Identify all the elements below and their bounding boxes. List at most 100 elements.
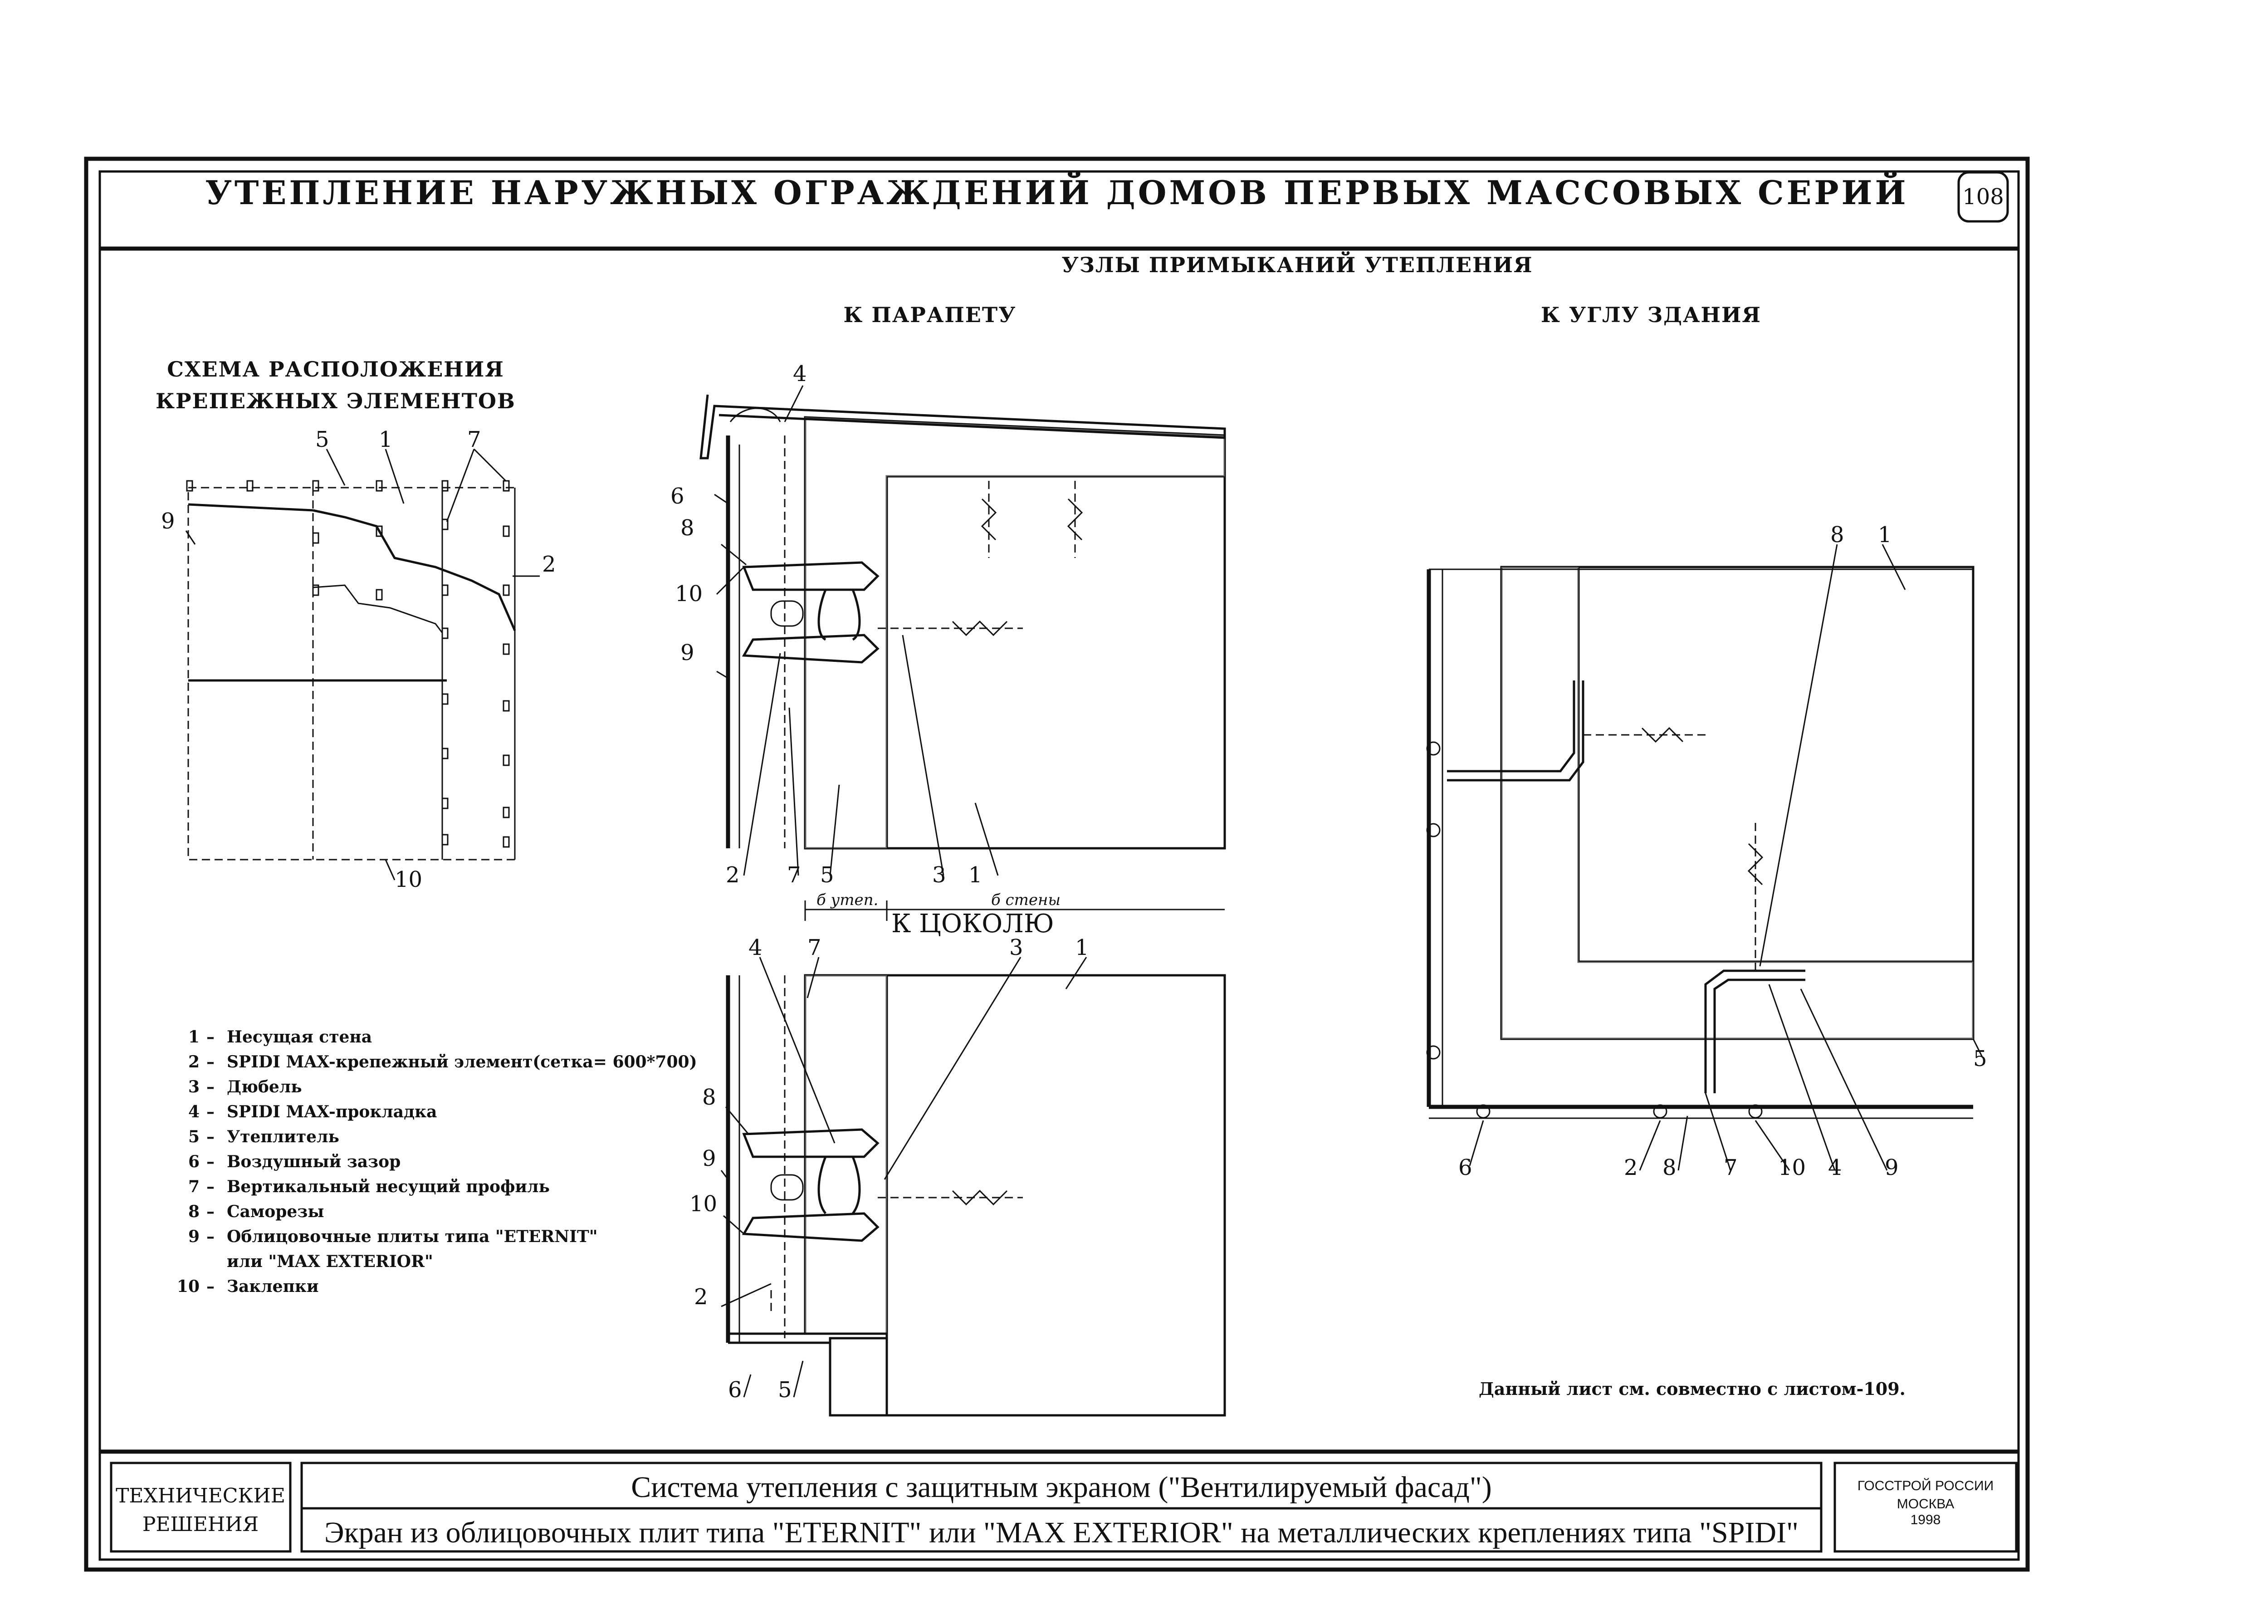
parapet-callout-3: 3	[932, 862, 946, 888]
document-title: Система утепления с защитным экраном ("В…	[631, 1471, 1492, 1504]
plinth-callout-2: 2	[694, 1284, 708, 1310]
scheme-callout-7: 7	[467, 427, 481, 452]
legend-item-text: Утеплитель	[227, 1127, 339, 1146]
parapet-callout-1: 1	[968, 862, 982, 888]
stamp-line2: РЕШЕНИЯ	[142, 1513, 259, 1536]
corner-title: К УГЛУ ЗДАНИЯ	[1541, 303, 1761, 327]
parapet-callout-8: 8	[680, 515, 694, 541]
corner-callout-8b: 8	[1662, 1155, 1677, 1180]
legend-item-text: или "MAX EXTERIOR"	[227, 1252, 433, 1271]
legend-item: 2 – SPIDI MAX-крепежный элемент(сетка= 6…	[188, 1052, 697, 1071]
corner-callout-9: 9	[1885, 1155, 1899, 1180]
plinth-callout-3: 3	[1009, 935, 1023, 960]
plinth-callout-7: 7	[807, 935, 821, 960]
legend-item: 4 – SPIDI MAX-прокладка	[188, 1102, 437, 1121]
svg-text:–: –	[206, 1277, 215, 1296]
title-block	[100, 1449, 2019, 1553]
legend-item-num: 3	[188, 1077, 200, 1096]
scheme-title-line1: СХЕМА РАСПОЛОЖЕНИЯ	[167, 357, 504, 382]
legend-item-num: 1	[188, 1027, 200, 1047]
svg-text:–: –	[206, 1127, 215, 1146]
legend-item-text: SPIDI MAX-крепежный элемент(сетка= 600*7…	[227, 1052, 697, 1071]
legend-item-text: Саморезы	[227, 1202, 324, 1221]
svg-text:–: –	[206, 1052, 215, 1071]
plinth-title: К ЦОКОЛЮ	[891, 909, 1054, 939]
legend-item-num: 10	[177, 1277, 200, 1296]
svg-text:–: –	[206, 1027, 215, 1047]
legend-item: 6 – Воздушный зазор	[188, 1152, 401, 1171]
legend-item: 3 – Дюбель	[188, 1077, 302, 1096]
org-line1: ГОССТРОЙ РОССИИ	[1857, 1478, 1994, 1493]
section-title: УЗЛЫ ПРИМЫКАНИЙ УТЕПЛЕНИЯ	[1061, 251, 1533, 277]
scheme-title-line2: КРЕПЕЖНЫХ ЭЛЕМЕНТОВ	[156, 389, 516, 413]
legend-item: 9 – Облицовочные плиты типа "ETERNIT"	[188, 1227, 598, 1246]
legend-item: 8 – Саморезы	[188, 1202, 324, 1221]
scheme-callout-9: 9	[161, 509, 175, 534]
parapet-title: К ПАРАПЕТУ	[844, 303, 1017, 327]
dim-wall: б стены	[991, 891, 1061, 909]
legend-item-text: Облицовочные плиты типа "ETERNIT"	[227, 1227, 598, 1246]
legend-item-text: Дюбель	[227, 1077, 302, 1096]
sheet-number-badge: 108	[1957, 171, 2009, 223]
stamp-line1: ТЕХНИЧЕСКИЕ	[116, 1484, 285, 1507]
legend: 1 – Несущая стена 2 – SPIDI MAX-крепежны…	[177, 1027, 697, 1296]
plinth-callout-5: 5	[778, 1377, 792, 1403]
document-subtitle: Экран из облицовочных плит типа "ETERNIT…	[324, 1516, 1799, 1549]
legend-item-text: Вертикальный несущий профиль	[227, 1177, 550, 1196]
fastener-marks	[186, 480, 510, 848]
org-line2: МОСКВА	[1897, 1497, 1955, 1511]
corner-callout-5: 5	[1973, 1046, 1987, 1071]
cross-reference-note: Данный лист см. совместно с листом-109.	[1479, 1379, 1906, 1399]
legend-item-num: 9	[188, 1227, 200, 1246]
legend-item: 1 – Несущая стена	[188, 1027, 372, 1047]
svg-text:–: –	[206, 1177, 215, 1196]
svg-text:–: –	[206, 1202, 215, 1221]
legend-item-text: Несущая стена	[227, 1027, 372, 1047]
legend-item-num: 7	[188, 1177, 200, 1196]
legend-item-text: SPIDI MAX-прокладка	[227, 1102, 437, 1121]
legend-item: 10 – Заклепки	[177, 1277, 319, 1296]
parapet-callout-5: 5	[820, 862, 834, 888]
legend-item-text: Воздушный зазор	[227, 1152, 401, 1171]
svg-text:–: –	[206, 1152, 215, 1171]
corner-callout-7: 7	[1724, 1155, 1738, 1180]
parapet-callout-6: 6	[670, 484, 684, 509]
corner-callout-6: 6	[1458, 1155, 1472, 1180]
parapet-detail	[699, 385, 1226, 921]
parapet-callout-7: 7	[787, 862, 801, 888]
plinth-callout-1: 1	[1075, 935, 1089, 960]
legend-item-num: 5	[188, 1127, 200, 1146]
plinth-callout-6: 6	[728, 1377, 742, 1403]
corner-callout-10: 10	[1778, 1155, 1806, 1180]
plinth-callout-9: 9	[702, 1146, 716, 1171]
corner-callout-8: 8	[1830, 522, 1844, 548]
corner-callout-1: 1	[1878, 522, 1892, 548]
dim-insulation: б утеп.	[816, 891, 878, 909]
legend-item-text: Заклепки	[227, 1277, 319, 1296]
corner-detail	[1426, 544, 1983, 1171]
parapet-callout-10: 10	[675, 581, 703, 607]
plinth-callout-8: 8	[702, 1085, 716, 1110]
legend-item: 5 – Утеплитель	[188, 1127, 339, 1146]
corner-callout-4: 4	[1828, 1155, 1842, 1180]
legend-item-num: 6	[188, 1152, 200, 1171]
legend-item-num: 8	[188, 1202, 200, 1221]
org-line3: 1998	[1911, 1512, 1941, 1527]
scheme-callout-2: 2	[542, 552, 556, 577]
sheet-frame	[84, 157, 2030, 1572]
legend-item: 7 – Вертикальный несущий профиль	[188, 1177, 550, 1196]
plinth-callout-10: 10	[689, 1191, 717, 1217]
sheet-number: 108	[1962, 184, 2004, 210]
fastener-scheme	[185, 448, 540, 880]
plinth-detail	[720, 957, 1226, 1417]
scheme-callout-5: 5	[315, 427, 329, 452]
legend-item-num: 2	[188, 1052, 200, 1071]
parapet-callout-4: 4	[793, 361, 807, 386]
legend-item: или "MAX EXTERIOR"	[227, 1252, 433, 1271]
parapet-callout-2: 2	[726, 862, 740, 888]
scheme-callout-10: 10	[395, 867, 422, 892]
svg-text:–: –	[206, 1077, 215, 1096]
corner-callout-2: 2	[1624, 1155, 1638, 1180]
svg-text:–: –	[206, 1227, 215, 1246]
svg-text:–: –	[206, 1102, 215, 1121]
